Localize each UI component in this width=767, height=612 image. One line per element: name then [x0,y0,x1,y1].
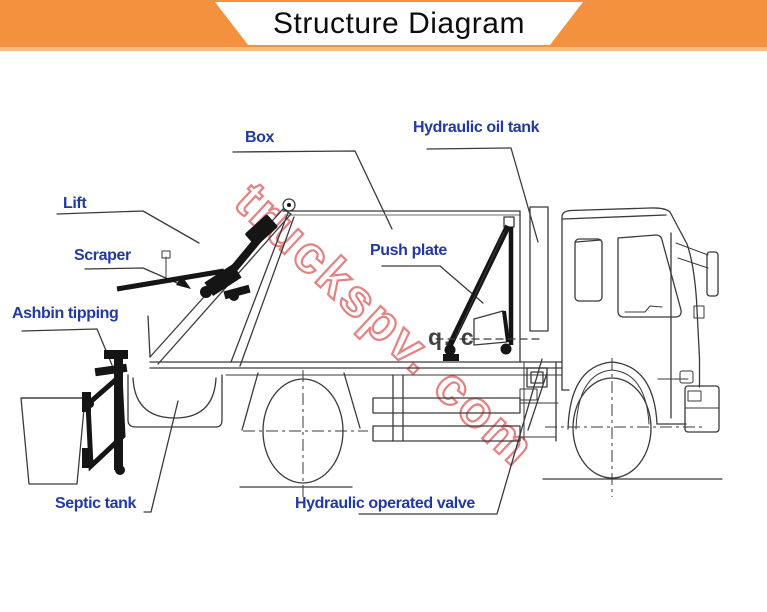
cab [561,207,720,433]
ashbin-part [20,397,86,485]
label-lift: Lift [63,195,87,212]
watermark-fragment: q. c [428,324,476,350]
label-ashbin-tipping: Ashbin tipping [12,305,119,322]
header-strip [0,47,767,51]
ground-lines [239,478,723,488]
label-scraper: Scraper [74,247,131,264]
label-box: Box [245,129,275,146]
label-hydraulic-operated-valve: Hydraulic operated valve [295,495,475,512]
septic-tank-part [127,374,223,428]
watermark-text: truckspv. com [224,171,547,478]
lift-cylinder-and-scraper [116,214,278,301]
label-septic-tank: Septic tank [55,495,136,512]
page-title: Structure Diagram [273,6,525,40]
title-banner: Structure Diagram [215,2,583,45]
tipping-mechanism-part [82,350,128,475]
chassis [241,361,559,442]
push-plate-mechanism [435,216,541,361]
hydraulic-oil-tank-part [529,206,549,332]
hydraulic-valve-part [526,367,548,388]
leader-lines [21,147,543,515]
label-hydraulic-oil-tank: Hydraulic oil tank [413,119,540,136]
wheels [243,358,702,499]
box-body [149,198,563,376]
label-push-plate: Push plate [370,242,447,259]
scraper-arrowhead [176,276,191,289]
